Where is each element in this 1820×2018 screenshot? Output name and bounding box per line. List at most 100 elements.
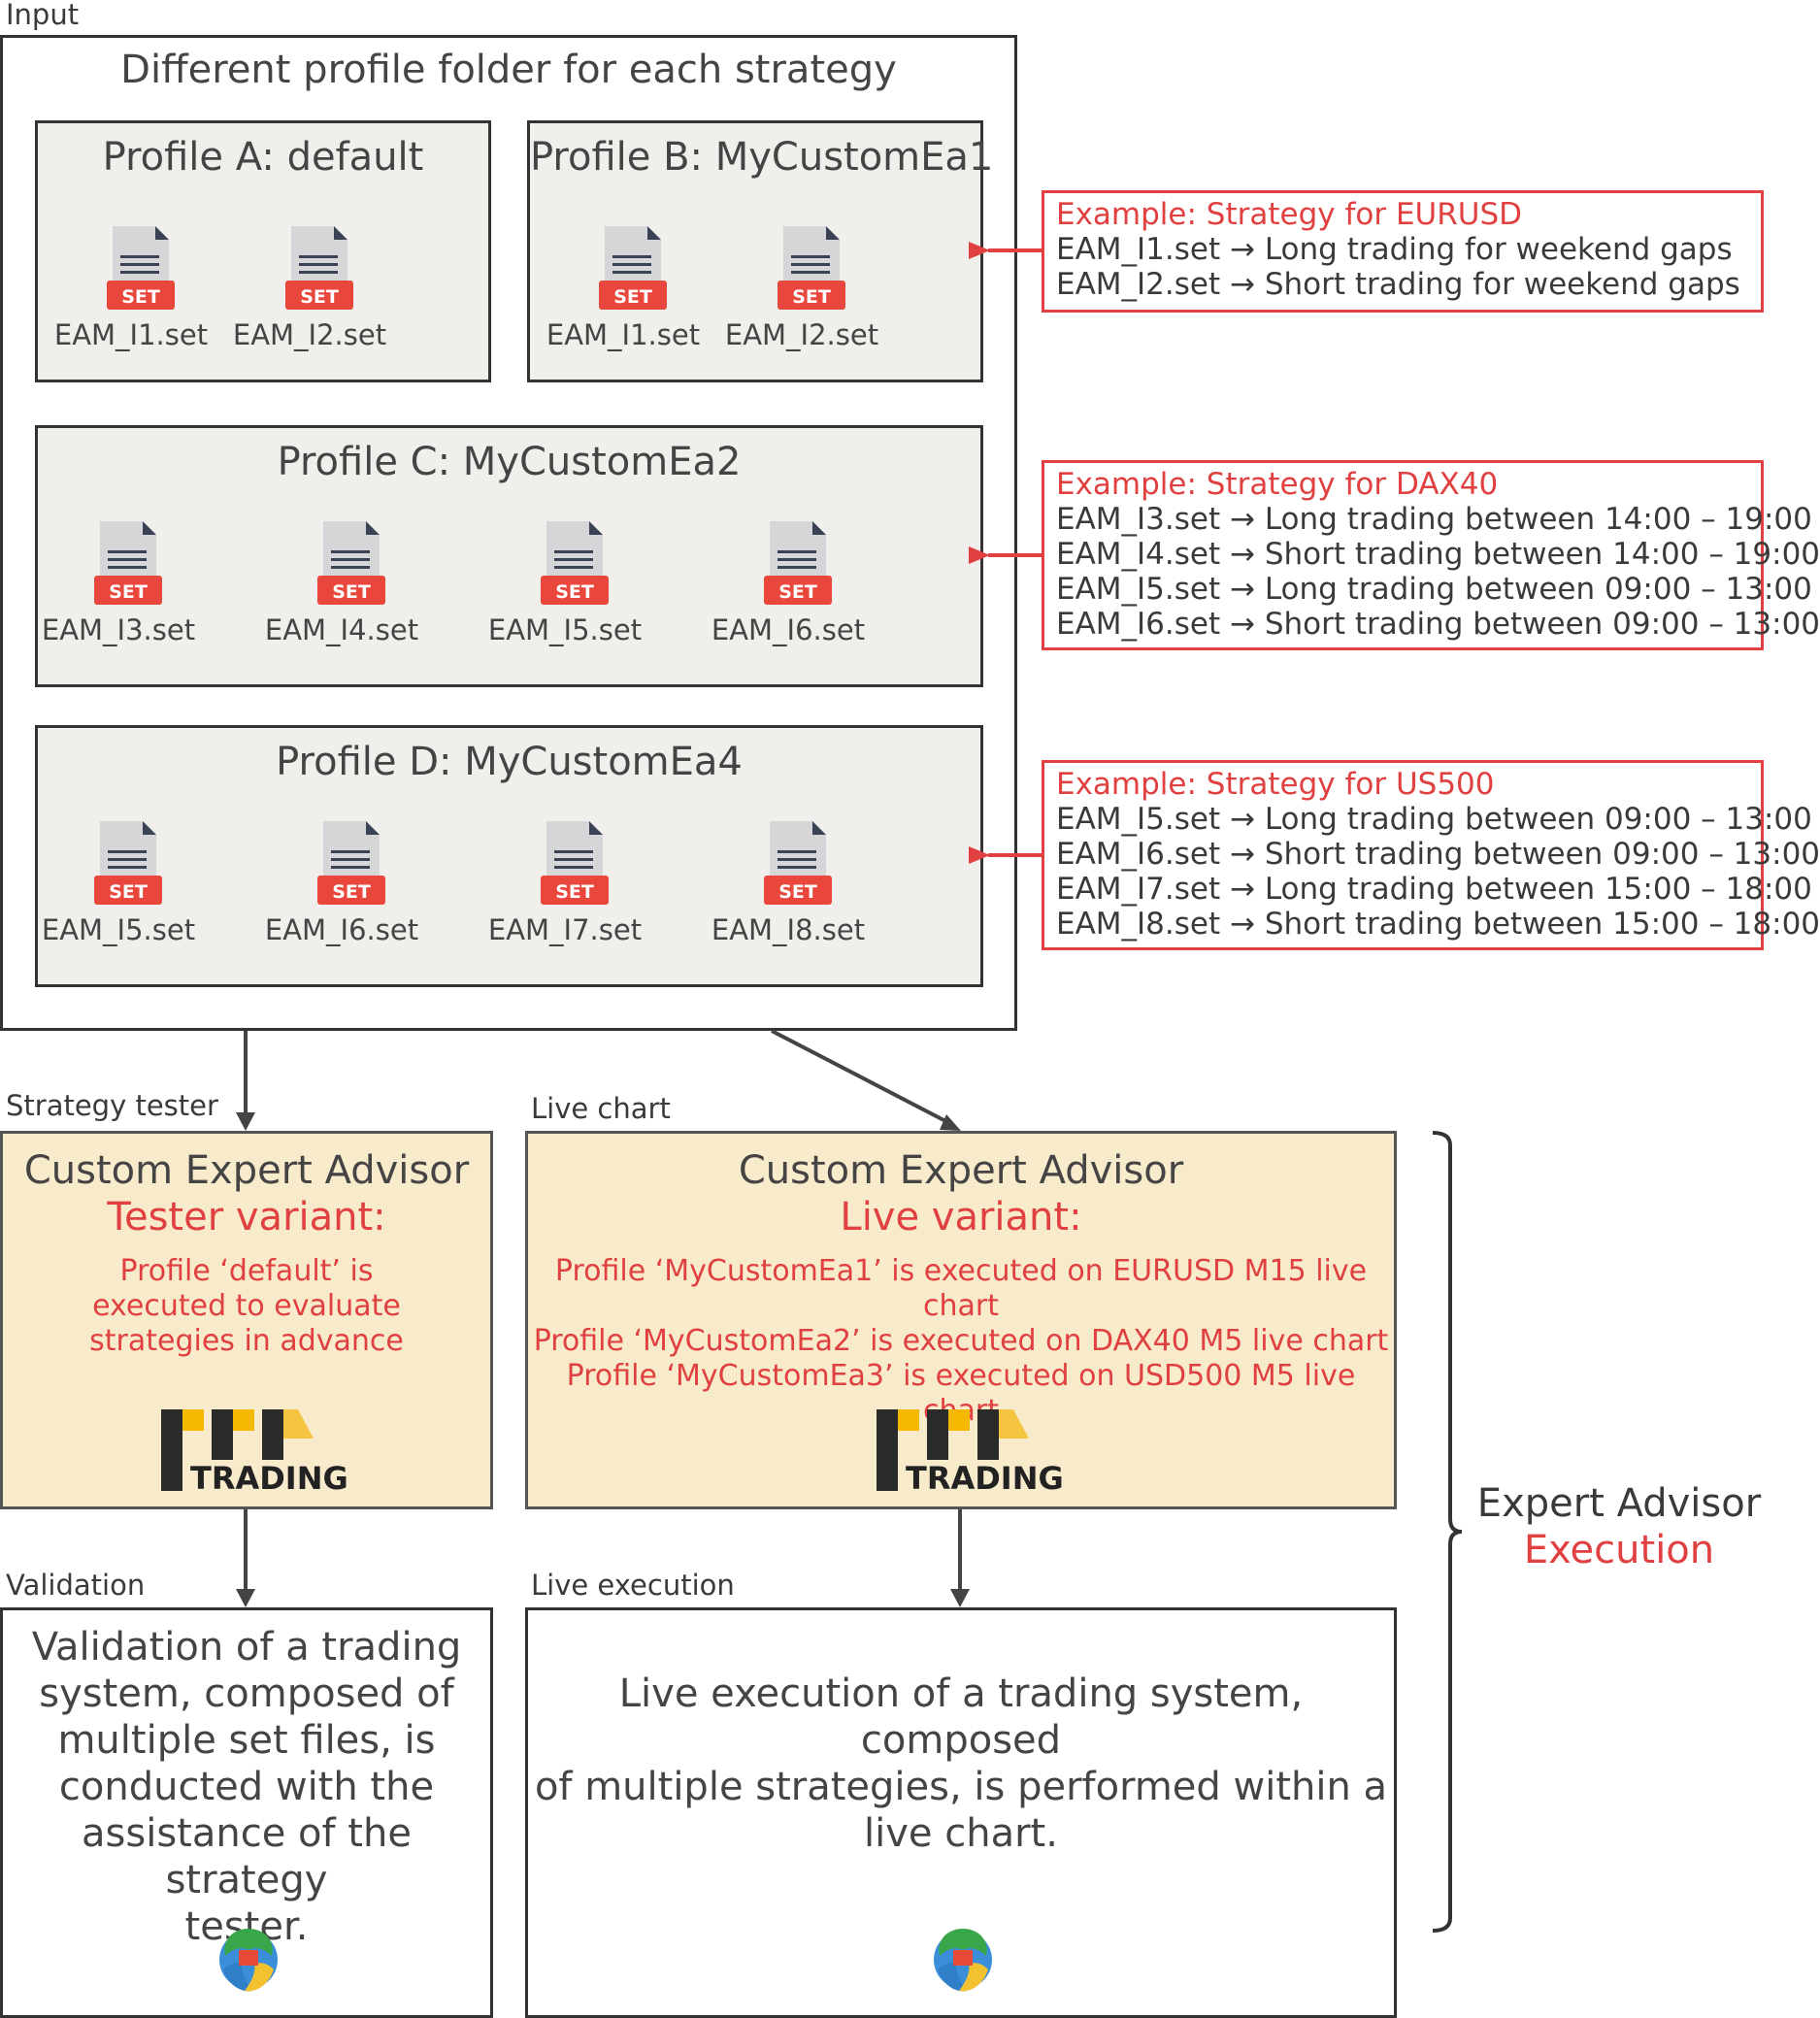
validation-line: multiple set files, is — [57, 1718, 436, 1763]
set-file-icon: SET — [764, 821, 832, 905]
tester-ea-desc-line: executed to evaluate — [92, 1289, 401, 1323]
set-file-item[interactable]: SET EAM_I5.set — [478, 519, 652, 665]
set-file-item[interactable]: SET EAM_I6.set — [254, 819, 429, 965]
arrow-input-to-live — [771, 1029, 952, 1126]
validation-line: system, composed of — [39, 1671, 454, 1716]
set-file-item[interactable]: SET EAM_I1.set — [44, 224, 218, 370]
set-file-name: EAM_I6.set — [264, 913, 419, 946]
set-file-item[interactable]: SET EAM_I4.set — [254, 519, 429, 665]
set-badge-text: SET — [121, 286, 160, 308]
profile-d-title: Profile D: MyCustomEa4 — [276, 740, 743, 784]
set-file-name: EAM_I7.set — [487, 913, 643, 946]
set-file-name: EAM_I6.set — [711, 613, 866, 646]
validation-label: Validation — [6, 1569, 146, 1602]
input-box-title: Different profile folder for each strate… — [120, 48, 897, 92]
input-box: Different profile folder for each strate… — [0, 35, 1017, 1031]
example-title: Example: Strategy for EURUSD — [1056, 197, 1523, 232]
svg-text:TRADING: TRADING — [906, 1460, 1064, 1497]
example-dax40-box: Example: Strategy for DAX40 EAM_I3.set →… — [1042, 460, 1820, 650]
set-file-item[interactable]: SET EAM_I7.set — [478, 819, 652, 965]
set-file-icon: SET — [107, 226, 175, 310]
set-file-item[interactable]: SET EAM_I2.set — [222, 224, 397, 370]
trading-logo: TRADING — [877, 1409, 1064, 1497]
set-file-item[interactable]: SET EAM_I3.set — [31, 519, 206, 665]
live-execution-line: live chart. — [864, 1811, 1058, 1856]
set-file-item[interactable]: SET EAM_I5.set — [31, 819, 206, 965]
set-file-icon: SET — [285, 226, 353, 310]
live-ea-desc-line: Profile ‘MyCustomEa2’ is executed on DAX… — [533, 1324, 1389, 1358]
live-execution-label: Live execution — [531, 1569, 735, 1602]
live-execution-line: of multiple strategies, is performed wit… — [534, 1765, 1388, 1809]
live-ea-desc-line: Profile ‘MyCustomEa1’ is executed on EUR… — [554, 1254, 1368, 1323]
set-badge-text: SET — [555, 881, 594, 903]
set-badge-text: SET — [109, 581, 148, 603]
set-file-icon: SET — [317, 821, 385, 905]
profile-d-folder[interactable]: Profile D: MyCustomEa4 SET EAM_I5.set SET E… — [35, 725, 983, 987]
example-title: Example: Strategy for US500 — [1056, 767, 1495, 802]
set-badge-text: SET — [109, 881, 148, 903]
example-line: EAM_I4.set → Short trading between 14:00… — [1056, 537, 1820, 572]
tester-ea-variant: Tester variant: — [107, 1195, 386, 1240]
example-line: EAM_I3.set → Long trading between 14:00 … — [1056, 502, 1812, 537]
set-file-icon: SET — [764, 521, 832, 605]
set-file-name: EAM_I5.set — [487, 613, 643, 646]
set-file-name: EAM_I4.set — [264, 613, 419, 646]
set-file-icon: SET — [541, 521, 609, 605]
set-file-icon: SET — [94, 821, 162, 905]
tester-ea-desc-line: strategies in advance — [89, 1324, 404, 1358]
set-badge-text: SET — [613, 286, 652, 308]
set-file-icon: SET — [317, 521, 385, 605]
example-line: EAM_I1.set → Long trading for weekend ga… — [1056, 232, 1733, 267]
expert-advisor-execution-label: Expert Advisor Execution — [1464, 1480, 1774, 1573]
profile-b-title: Profile B: MyCustomEa1 — [530, 135, 994, 180]
profile-a-folder[interactable]: Profile A: default SET EAM_I1.set SET EAM_I… — [35, 120, 491, 382]
set-badge-text: SET — [778, 881, 817, 903]
example-line: EAM_I2.set → Short trading for weekend g… — [1056, 267, 1740, 302]
profile-c-title: Profile C: MyCustomEa2 — [277, 440, 742, 484]
set-file-name: EAM_I5.set — [41, 913, 196, 946]
trading-logo: TRADING — [161, 1409, 348, 1497]
example-line: EAM_I5.set → Long trading between 09:00 … — [1056, 572, 1812, 607]
set-badge-text: SET — [300, 286, 339, 308]
live-chart-label: Live chart — [531, 1092, 671, 1125]
profile-c-folder[interactable]: Profile C: MyCustomEa2 SET EAM_I3.set SET E… — [35, 425, 983, 687]
set-file-item[interactable]: SET EAM_I8.set — [701, 819, 876, 965]
example-eurusd-box: Example: Strategy for EURUSD EAM_I1.set … — [1042, 190, 1764, 313]
live-ea-variant: Live variant: — [840, 1195, 1082, 1240]
metatrader-icon — [219, 1929, 278, 1992]
example-line: EAM_I6.set → Short trading between 09:00… — [1056, 837, 1820, 872]
validation-line: conducted with the — [58, 1765, 435, 1809]
set-badge-text: SET — [332, 581, 371, 603]
set-badge-text: SET — [555, 581, 594, 603]
bracket-label-line1: Expert Advisor — [1476, 1481, 1762, 1526]
input-label: Input — [6, 0, 80, 31]
metatrader-icon — [934, 1929, 992, 1992]
example-line: EAM_I8.set → Short trading between 15:00… — [1056, 907, 1820, 942]
tester-ea-box: Custom Expert Advisor Tester variant: Pr… — [0, 1131, 493, 1509]
tester-ea-desc-line: Profile ‘default’ is — [119, 1254, 374, 1288]
set-file-icon: SET — [778, 226, 845, 310]
strategy-tester-label: Strategy tester — [6, 1089, 218, 1122]
svg-text:TRADING: TRADING — [190, 1460, 348, 1497]
example-line: EAM_I7.set → Long trading between 15:00 … — [1056, 872, 1812, 907]
validation-box: Validation of a trading system, composed… — [0, 1607, 493, 2018]
tester-ea-title: Custom Expert Advisor — [23, 1148, 470, 1193]
example-title: Example: Strategy for DAX40 — [1056, 467, 1499, 502]
set-file-icon: SET — [541, 821, 609, 905]
set-file-name: EAM_I2.set — [232, 318, 387, 351]
set-file-name: EAM_I3.set — [41, 613, 196, 646]
set-file-name: EAM_I1.set — [53, 318, 209, 351]
profile-a-title: Profile A: default — [102, 135, 424, 180]
validation-line: Validation of a trading — [31, 1625, 462, 1670]
live-ea-box: Custom Expert Advisor Live variant: Prof… — [525, 1131, 1397, 1509]
live-execution-box: Live execution of a trading system, comp… — [525, 1607, 1397, 2018]
example-line: EAM_I6.set → Short trading between 09:00… — [1056, 607, 1820, 642]
set-file-item[interactable]: SET EAM_I6.set — [701, 519, 876, 665]
set-badge-text: SET — [778, 581, 817, 603]
example-line: EAM_I5.set → Long trading between 09:00 … — [1056, 802, 1812, 837]
set-file-name: EAM_I8.set — [711, 913, 866, 946]
set-badge-text: SET — [332, 881, 371, 903]
